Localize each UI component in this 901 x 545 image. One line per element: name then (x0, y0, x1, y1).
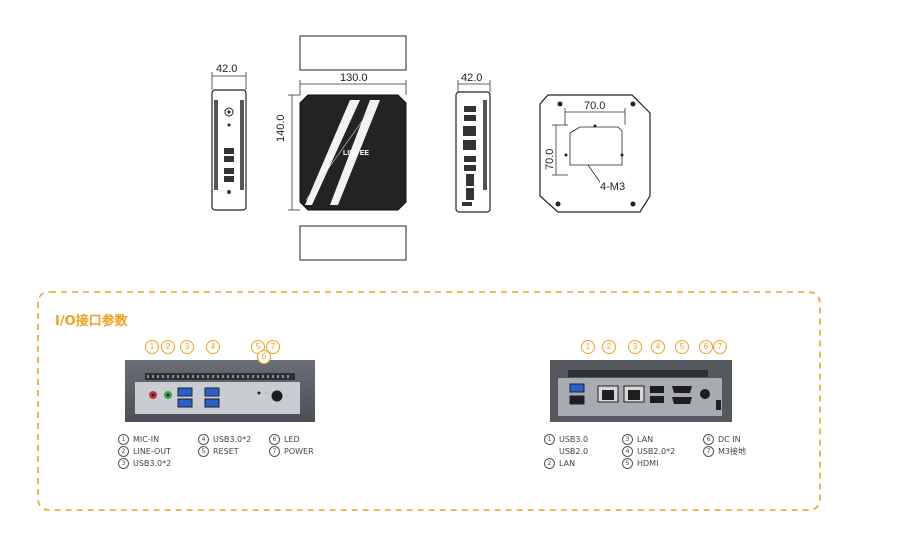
io-section-title: I/O接口参数 (55, 314, 128, 329)
top-width-label: 130.0 (340, 72, 368, 84)
rear-callout-6: 6 (699, 340, 713, 354)
rear-callout-2: 2 (602, 340, 616, 354)
legend-item: USB2.0 (559, 447, 589, 456)
rear-callout-4: 4 (651, 340, 665, 354)
bottom-view (539, 94, 651, 213)
io-section-frame (37, 291, 821, 511)
front-callout-7: 7 (266, 340, 280, 354)
dimension-drawings (211, 35, 651, 261)
side-width-label: 42.0 (216, 63, 238, 75)
rear-callout-5: 5 (675, 340, 689, 354)
side-view (211, 72, 247, 211)
top-depth-label: 140.0 (275, 114, 287, 142)
rear-callout-7: 7 (713, 340, 727, 354)
front-callout-4: 4 (206, 340, 220, 354)
rear-callout-1: 1 (581, 340, 595, 354)
top-view (288, 35, 407, 261)
rear-callout-3: 3 (628, 340, 642, 354)
front-callout-6: 6 (257, 350, 271, 364)
brand-logo: LIMYEE (343, 150, 370, 157)
rear-width-label: 42.0 (461, 72, 483, 84)
mount-h-label: 70.0 (584, 100, 606, 112)
front-panel (125, 360, 315, 422)
front-callout-3: 3 (180, 340, 194, 354)
mount-screws-label: 4-M3 (600, 181, 626, 193)
front-callout-2: 2 (161, 340, 175, 354)
rear-panel (550, 360, 732, 422)
front-callout-1: 1 (145, 340, 159, 354)
mount-v-label: 70.0 (544, 148, 556, 170)
rear-view (455, 80, 491, 213)
